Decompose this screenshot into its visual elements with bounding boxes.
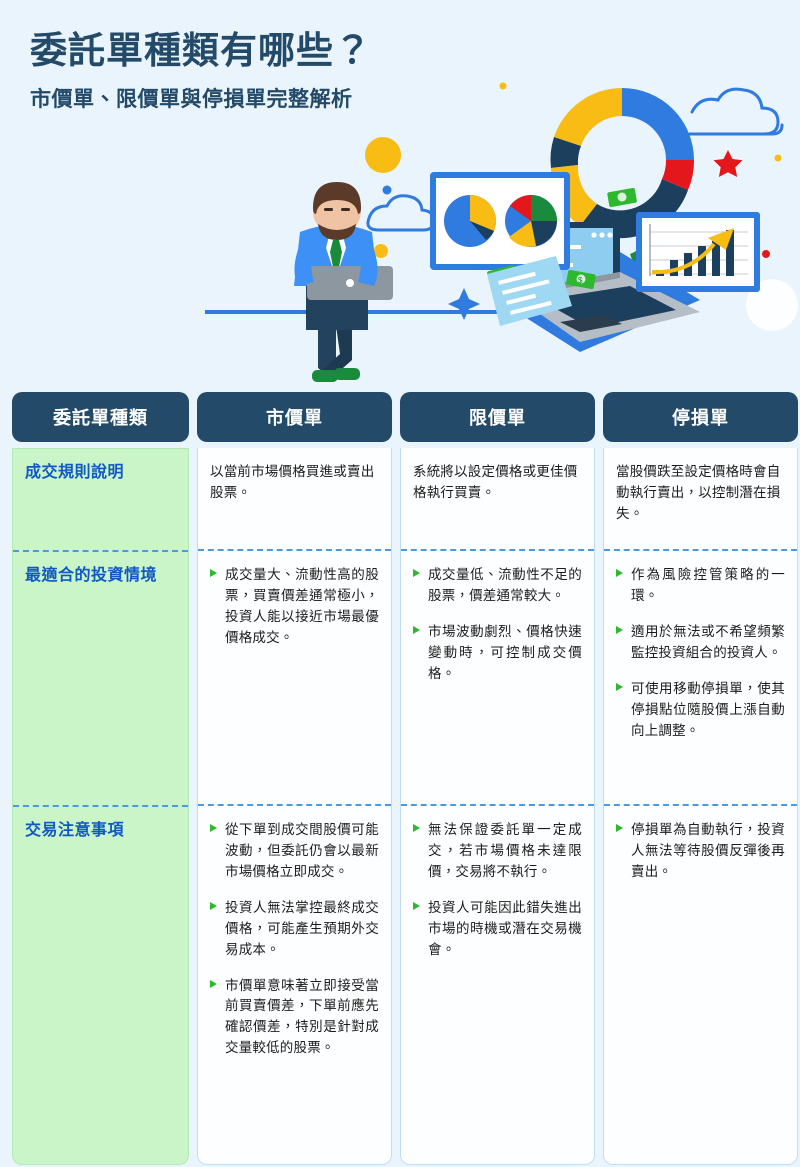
table-cell-stoploss-row2: 作為風險控管策略的一環。 適用於無法或不希望頻繁監控投資組合的投資人。 可使用移… bbox=[604, 549, 797, 804]
cell-text: 系統將以設定價格或更佳價格執行買賣。 bbox=[413, 464, 578, 500]
list-item-text: 市價單意味著立即接受當前買賣價差，下單前應先確認價差，特別是針對成交量較低的股票… bbox=[225, 977, 379, 1056]
dot-decoration bbox=[499, 82, 507, 90]
list-item: 投資人可能因此錯失進出市場的時機或潛在交易機會。 bbox=[413, 898, 582, 961]
bar-chart-card bbox=[636, 212, 760, 292]
bullet-list: 無法保證委託單一定成交，若市場價格未達限價，交易將不執行。 投資人可能因此錯失進… bbox=[413, 820, 582, 961]
table-cell-market-row3: 從下單到成交間股價可能波動，但委託仍會以最新市場價格立即成交。 投資人無法掌控最… bbox=[198, 804, 391, 1165]
bullet-list: 成交量低、流動性不足的股票，價差通常較大。 市場波動劇烈、價格快速變動時，可控制… bbox=[413, 565, 582, 685]
cell-text: 當股價跌至設定價格時會自動執行賣出，以控制潛在損失。 bbox=[616, 464, 781, 521]
svg-text:$: $ bbox=[578, 276, 583, 285]
list-item-text: 市場波動劇烈、價格快速變動時，可控制成交價格。 bbox=[428, 623, 582, 681]
table-cell-label-row1: 成交規則說明 bbox=[13, 449, 188, 550]
pie-left bbox=[444, 195, 496, 247]
list-item: 適用於無法或不希望頻繁監控投資組合的投資人。 bbox=[616, 622, 785, 664]
document-sheet bbox=[487, 256, 572, 326]
list-item-text: 投資人可能因此錯失進出市場的時機或潛在交易機會。 bbox=[428, 899, 582, 957]
dollar-bill-icon bbox=[607, 187, 637, 207]
row-label-trade-rule: 成交規則說明 bbox=[25, 464, 125, 481]
comparison-table: 委託單種類 市價單 限價單 停損單 成交規則說明 最適合的投資情境 交易注意事項… bbox=[0, 392, 800, 1167]
list-item: 市價單意味著立即接受當前買賣價差，下單前應先確認價差，特別是針對成交量較低的股票… bbox=[210, 976, 379, 1060]
arrow-bullet-icon bbox=[210, 824, 217, 832]
table-cell-limit-row3: 無法保證委託單一定成交，若市場價格未達限價，交易將不執行。 投資人可能因此錯失進… bbox=[401, 804, 594, 1165]
list-item-text: 成交量大、流動性高的股票，買賣價差通常極小，投資人能以接近市場最優價格成交。 bbox=[225, 567, 379, 645]
list-item: 作為風險控管策略的一環。 bbox=[616, 565, 785, 607]
table-column-market-order: 以當前市場價格買進或賣出股票。 成交量大、流動性高的股票，買賣價差通常極小，投資… bbox=[197, 448, 392, 1165]
arrow-bullet-icon bbox=[413, 625, 420, 634]
arrow-bullet-icon bbox=[210, 569, 217, 577]
arrow-bullet-icon bbox=[413, 901, 420, 910]
table-column-limit-order: 系統將以設定價格或更佳價格執行買賣。 成交量低、流動性不足的股票，價差通常較大。… bbox=[400, 448, 595, 1165]
table-cell-limit-row2: 成交量低、流動性不足的股票，價差通常較大。 市場波動劇烈、價格快速變動時，可控制… bbox=[401, 549, 594, 804]
page-title: 委託單種類有哪些？ bbox=[30, 30, 372, 71]
arrow-bullet-icon bbox=[616, 569, 623, 577]
arrow-bullet-icon bbox=[210, 979, 217, 988]
cloud-outline-icon bbox=[688, 87, 784, 136]
row-label-best-scenario: 最適合的投資情境 bbox=[25, 567, 158, 584]
table-cell-label-row2: 最適合的投資情境 bbox=[13, 550, 188, 805]
hero-illustration: $ $ bbox=[0, 0, 800, 385]
star-icon bbox=[713, 150, 743, 177]
businessman-illustration bbox=[294, 182, 393, 382]
dot-decoration bbox=[774, 154, 782, 162]
hero-section: $ $ bbox=[0, 0, 800, 385]
list-item-text: 停損單為自動執行，投資人無法等待股價反彈後再賣出。 bbox=[631, 822, 785, 879]
table-header-cell-limit-order: 限價單 bbox=[400, 392, 595, 442]
list-item: 停損單為自動執行，投資人無法等待股價反彈後再賣出。 bbox=[616, 820, 785, 883]
page-subtitle: 市價單、限價單與停損單完整解析 bbox=[30, 87, 353, 111]
table-cell-market-row2: 成交量大、流動性高的股票，買賣價差通常極小，投資人能以接近市場最優價格成交。 bbox=[198, 549, 391, 804]
list-item-text: 成交量低、流動性不足的股票，價差通常較大。 bbox=[428, 567, 582, 603]
pie-right bbox=[505, 195, 557, 247]
list-item-text: 投資人無法掌控最終成交價格，可能產生預期外交易成本。 bbox=[225, 899, 379, 957]
sparkle-icon bbox=[448, 288, 480, 320]
bullet-list: 作為風險控管策略的一環。 適用於無法或不希望頻繁監控投資組合的投資人。 可使用移… bbox=[616, 565, 785, 741]
arrow-bullet-icon bbox=[616, 682, 623, 691]
bullet-list: 停損單為自動執行，投資人無法等待股價反彈後再賣出。 bbox=[616, 820, 785, 883]
table-cell-stoploss-row1: 當股價跌至設定價格時會自動執行賣出，以控制潛在損失。 bbox=[604, 448, 797, 549]
dot-decoration bbox=[374, 244, 388, 258]
table-header-cell-market-order: 市價單 bbox=[197, 392, 392, 442]
list-item: 從下單到成交間股價可能波動，但委託仍會以最新市場價格立即成交。 bbox=[210, 820, 379, 883]
bullet-list: 從下單到成交間股價可能波動，但委託仍會以最新市場價格立即成交。 投資人無法掌控最… bbox=[210, 820, 379, 1059]
list-item: 投資人無法掌控最終成交價格，可能產生預期外交易成本。 bbox=[210, 898, 379, 961]
circle-decoration bbox=[365, 137, 401, 173]
arrow-bullet-icon bbox=[413, 824, 420, 832]
table-label-column: 成交規則說明 最適合的投資情境 交易注意事項 bbox=[12, 448, 189, 1165]
hero-text-block: 委託單種類有哪些？ 市價單、限價單與停損單完整解析 bbox=[30, 30, 372, 113]
arrow-bullet-icon bbox=[616, 625, 623, 634]
table-header-cell-category: 委託單種類 bbox=[12, 392, 189, 442]
table-cell-market-row1: 以當前市場價格買進或賣出股票。 bbox=[198, 448, 391, 549]
list-item: 可使用移動停損單，使其停損點位隨股價上漲自動向上調整。 bbox=[616, 679, 785, 742]
table-cell-stoploss-row3: 停損單為自動執行，投資人無法等待股價反彈後再賣出。 bbox=[604, 804, 797, 1165]
table-cell-label-row3: 交易注意事項 bbox=[13, 805, 188, 1166]
dot-decoration bbox=[382, 185, 392, 195]
list-item-text: 適用於無法或不希望頻繁監控投資組合的投資人。 bbox=[631, 623, 785, 660]
list-item-text: 作為風險控管策略的一環。 bbox=[631, 567, 785, 603]
table-header-row: 委託單種類 市價單 限價單 停損單 bbox=[12, 392, 798, 442]
cloud-small-icon bbox=[366, 194, 436, 232]
arrow-bullet-icon bbox=[210, 901, 217, 910]
circle-decoration bbox=[746, 279, 798, 331]
list-item-text: 無法保證委託單一定成交，若市場價格未達限價，交易將不執行。 bbox=[428, 822, 582, 879]
row-label-cautions: 交易注意事項 bbox=[25, 822, 125, 839]
list-item-text: 可使用移動停損單，使其停損點位隨股價上漲自動向上調整。 bbox=[631, 680, 785, 738]
arrow-bullet-icon bbox=[413, 569, 420, 577]
dot-decoration bbox=[762, 250, 770, 258]
cell-text: 以當前市場價格買進或賣出股票。 bbox=[210, 464, 375, 500]
ground-line bbox=[205, 310, 625, 314]
arrow-bullet-icon bbox=[616, 824, 623, 832]
table-body: 成交規則說明 最適合的投資情境 交易注意事項 以當前市場價格買進或賣出股票。 成… bbox=[12, 448, 798, 1165]
list-item: 無法保證委託單一定成交，若市場價格未達限價，交易將不執行。 bbox=[413, 820, 582, 883]
dollar-bill-icon: $ bbox=[566, 269, 596, 289]
list-item: 市場波動劇烈、價格快速變動時，可控制成交價格。 bbox=[413, 622, 582, 685]
table-cell-limit-row1: 系統將以設定價格或更佳價格執行買賣。 bbox=[401, 448, 594, 549]
list-item: 成交量低、流動性不足的股票，價差通常較大。 bbox=[413, 565, 582, 607]
pie-chart-card bbox=[430, 172, 570, 288]
list-item: 成交量大、流動性高的股票，買賣價差通常極小，投資人能以接近市場最優價格成交。 bbox=[210, 565, 379, 649]
list-item-text: 從下單到成交間股價可能波動，但委託仍會以最新市場價格立即成交。 bbox=[225, 822, 379, 879]
bullet-list: 成交量大、流動性高的股票，買賣價差通常極小，投資人能以接近市場最優價格成交。 bbox=[210, 565, 379, 649]
table-header-cell-stop-loss-order: 停損單 bbox=[603, 392, 798, 442]
table-column-stop-loss-order: 當股價跌至設定價格時會自動執行賣出，以控制潛在損失。 作為風險控管策略的一環。 … bbox=[603, 448, 798, 1165]
